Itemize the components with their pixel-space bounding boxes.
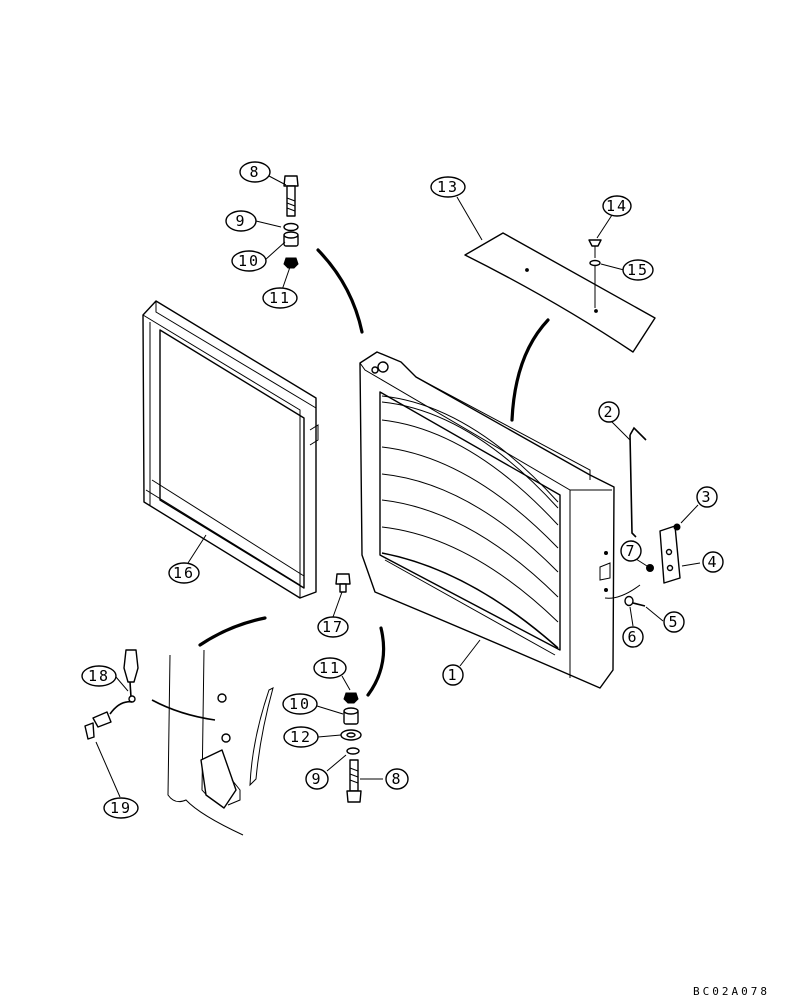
- spacer-top: [283, 231, 299, 247]
- grille-1: [359, 351, 641, 689]
- clip-19: [84, 711, 112, 740]
- washer-15: [589, 259, 601, 308]
- drawing-code: BC02A078: [693, 985, 770, 998]
- baffle-plate: [464, 232, 656, 353]
- callout-label: 10: [289, 695, 311, 713]
- assembly-arc-mid: [510, 318, 550, 422]
- callout-9-bot: 9: [305, 768, 329, 790]
- callout-6: 6: [622, 626, 644, 648]
- callout-label: 11: [319, 659, 341, 677]
- rod-2: [629, 426, 647, 538]
- bolt-top: [283, 175, 299, 217]
- assembly-arc-left: [198, 616, 267, 647]
- callout-10-bot: 10: [282, 693, 318, 715]
- callout-19: 19: [103, 797, 139, 819]
- callout-label: 10: [238, 252, 260, 270]
- callout-label: 8: [249, 163, 260, 181]
- callout-14: 14: [602, 195, 632, 217]
- spacer-bottom: [343, 707, 359, 725]
- callout-label: 3: [701, 488, 712, 506]
- callout-3: 3: [696, 486, 718, 508]
- grille-louvers: [381, 395, 559, 656]
- callout-8-top: 8: [239, 161, 271, 183]
- callout-label: 2: [603, 403, 614, 421]
- body-section: [167, 649, 274, 836]
- screw-5: [632, 602, 646, 607]
- callout-13: 13: [430, 176, 466, 198]
- callout-label: 17: [322, 618, 344, 636]
- callout-label: 6: [627, 628, 638, 646]
- leader-lines: [95, 175, 701, 798]
- callout-17: 17: [317, 616, 349, 638]
- nut-bottom: [343, 692, 359, 704]
- callout-label: 15: [627, 261, 649, 279]
- callout-label: 8: [391, 770, 402, 788]
- callout-label: 18: [88, 667, 110, 685]
- latch-bracket-4: [659, 525, 681, 584]
- nut-top: [283, 257, 299, 269]
- assembly-arc-top: [316, 248, 364, 334]
- callout-label: 9: [311, 770, 322, 788]
- callout-label: 14: [606, 197, 628, 215]
- assembly-arc-right: [366, 626, 386, 697]
- assembly-arc-hose: [151, 699, 216, 721]
- fastener-3: [673, 523, 681, 531]
- callout-label: 5: [668, 613, 679, 631]
- top-hardware-stack: [283, 175, 299, 269]
- callout-label: 19: [110, 799, 132, 817]
- callout-label: 16: [173, 564, 195, 582]
- callout-5: 5: [663, 611, 685, 633]
- hose-18: [109, 649, 139, 715]
- callout-label: 13: [437, 178, 459, 196]
- fastener-7: [646, 564, 654, 572]
- callout-8-bot: 8: [385, 768, 409, 790]
- callout-label: 7: [625, 542, 636, 560]
- callout-label: 12: [290, 728, 312, 746]
- callout-11-top: 11: [262, 287, 298, 309]
- screw-14: [588, 239, 602, 258]
- callout-1: 1: [442, 664, 464, 686]
- callout-10-top: 10: [231, 250, 267, 272]
- callout-2: 2: [598, 401, 620, 423]
- frame-16: [142, 300, 319, 599]
- callout-label: 9: [235, 212, 246, 230]
- bolt-17: [335, 573, 351, 593]
- callout-label: 4: [707, 553, 718, 571]
- callout-label: 11: [269, 289, 291, 307]
- callout-11-bot: 11: [313, 657, 347, 679]
- washer-12: [340, 729, 362, 741]
- callout-12: 12: [283, 726, 319, 748]
- bottom-hardware-stack: [340, 692, 362, 803]
- callout-9-top: 9: [225, 210, 257, 232]
- callout-18: 18: [81, 665, 117, 687]
- washer-6: [624, 595, 634, 607]
- callout-label: 1: [447, 666, 458, 684]
- callouts: 8 9 10 11 13 14 15 2: [81, 161, 724, 819]
- washer-top: [283, 222, 299, 232]
- washer-bottom: [346, 747, 360, 755]
- callout-15: 15: [622, 259, 654, 281]
- callout-4: 4: [702, 551, 724, 573]
- bolt-bottom: [346, 759, 362, 803]
- callout-7: 7: [620, 540, 642, 562]
- callout-16: 16: [168, 562, 200, 584]
